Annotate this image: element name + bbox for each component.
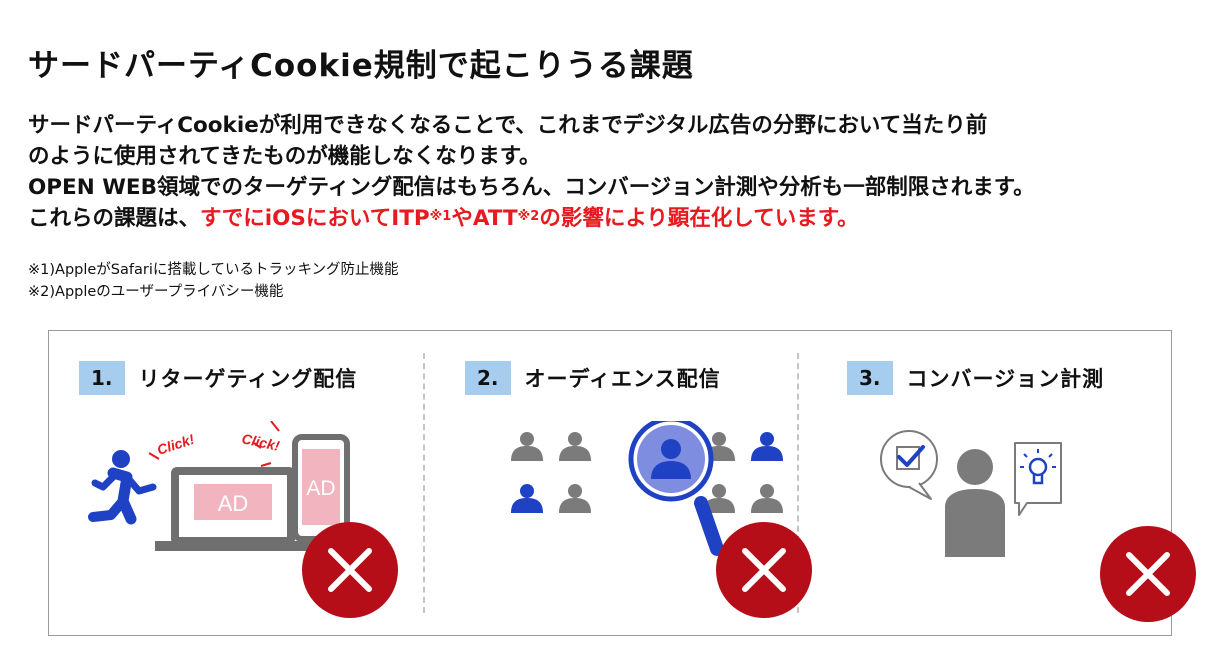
audience-illustration: [511, 421, 783, 556]
highlight-text-c: の影響により顕在化しています。: [539, 206, 859, 231]
cross-icon: [716, 522, 812, 618]
body-paragraph: サードパーティCookieが利用できなくなることで、これまでデジタル広告の分野に…: [28, 110, 1035, 234]
running-person-icon: [88, 450, 157, 525]
person-icon: [945, 449, 1005, 557]
speech-bubble-check-icon: [880, 430, 938, 500]
laptop-icon: AD: [155, 467, 311, 551]
panel-audience: 2. オーディエンス配信: [423, 331, 812, 635]
panel-2-number: 2.: [465, 361, 511, 395]
page-title: サードパーティCookie規制で起こりうる課題: [28, 48, 694, 84]
panel-3-number: 3.: [847, 361, 893, 395]
cross-icon: [302, 522, 398, 618]
issues-box: 1. リターゲティング配信 AD AD: [48, 330, 1196, 636]
click-annotation: [148, 421, 280, 467]
magnifier-icon: [628, 421, 724, 556]
panel-3-heading: 3. コンバージョン計測: [847, 361, 1104, 395]
footnotes: ※1)AppleがSafariに搭載しているトラッキング防止機能 ※2)Appl…: [28, 259, 399, 303]
body-line-2: のように使用されてきたものが機能しなくなります。: [28, 144, 541, 169]
panel-1-label: リターゲティング配信: [138, 367, 358, 391]
body-line-1: サードパーティCookieが利用できなくなることで、これまでデジタル広告の分野に…: [28, 113, 988, 138]
panel-2-heading: 2. オーディエンス配信: [465, 361, 721, 395]
retargeting-illustration: AD AD Click! Click!: [88, 421, 350, 551]
smartphone-icon: AD: [292, 434, 350, 542]
footnote-ref-2: ※2: [517, 209, 540, 224]
panel-2-label: オーディエンス配信: [524, 367, 721, 391]
highlight-text-b: やATT: [451, 206, 518, 231]
ad-label-phone: AD: [306, 477, 335, 500]
panel-retargeting: 1. リターゲティング配信 AD AD: [49, 331, 423, 635]
panel-3-label: コンバージョン計測: [906, 367, 1105, 391]
click-text-1: Click!: [155, 431, 197, 458]
panel-conversion: 3. コンバージョン計測: [797, 331, 1196, 635]
click-text-2: Click!: [240, 430, 281, 454]
panel-divider: [797, 353, 799, 613]
ad-label-laptop: AD: [218, 491, 249, 516]
body-line-4-prefix: これらの課題は、: [28, 206, 201, 231]
footnote-ref-1: ※1: [429, 209, 452, 224]
cross-icon: [1100, 526, 1196, 622]
panel-1-number: 1.: [79, 361, 125, 395]
footnote-1: ※1)AppleがSafariに搭載しているトラッキング防止機能: [28, 262, 399, 278]
footnote-2: ※2)Appleのユーザープライバシー機能: [28, 284, 284, 300]
body-line-3: OPEN WEB領域でのターゲティング配信はもちろん、コンバージョン計測や分析も…: [28, 175, 1035, 200]
panel-divider: [423, 353, 425, 613]
highlight-text-a: すでにiOSにおいてITP: [200, 206, 430, 231]
panel-1-heading: 1. リターゲティング配信: [79, 361, 357, 395]
body-line-4: これらの課題は、すでにiOSにおいてITP※1やATT※2の影響により顕在化して…: [28, 203, 1035, 234]
lightbulb-bubble-icon: [1014, 442, 1062, 516]
conversion-illustration: [880, 430, 1062, 557]
